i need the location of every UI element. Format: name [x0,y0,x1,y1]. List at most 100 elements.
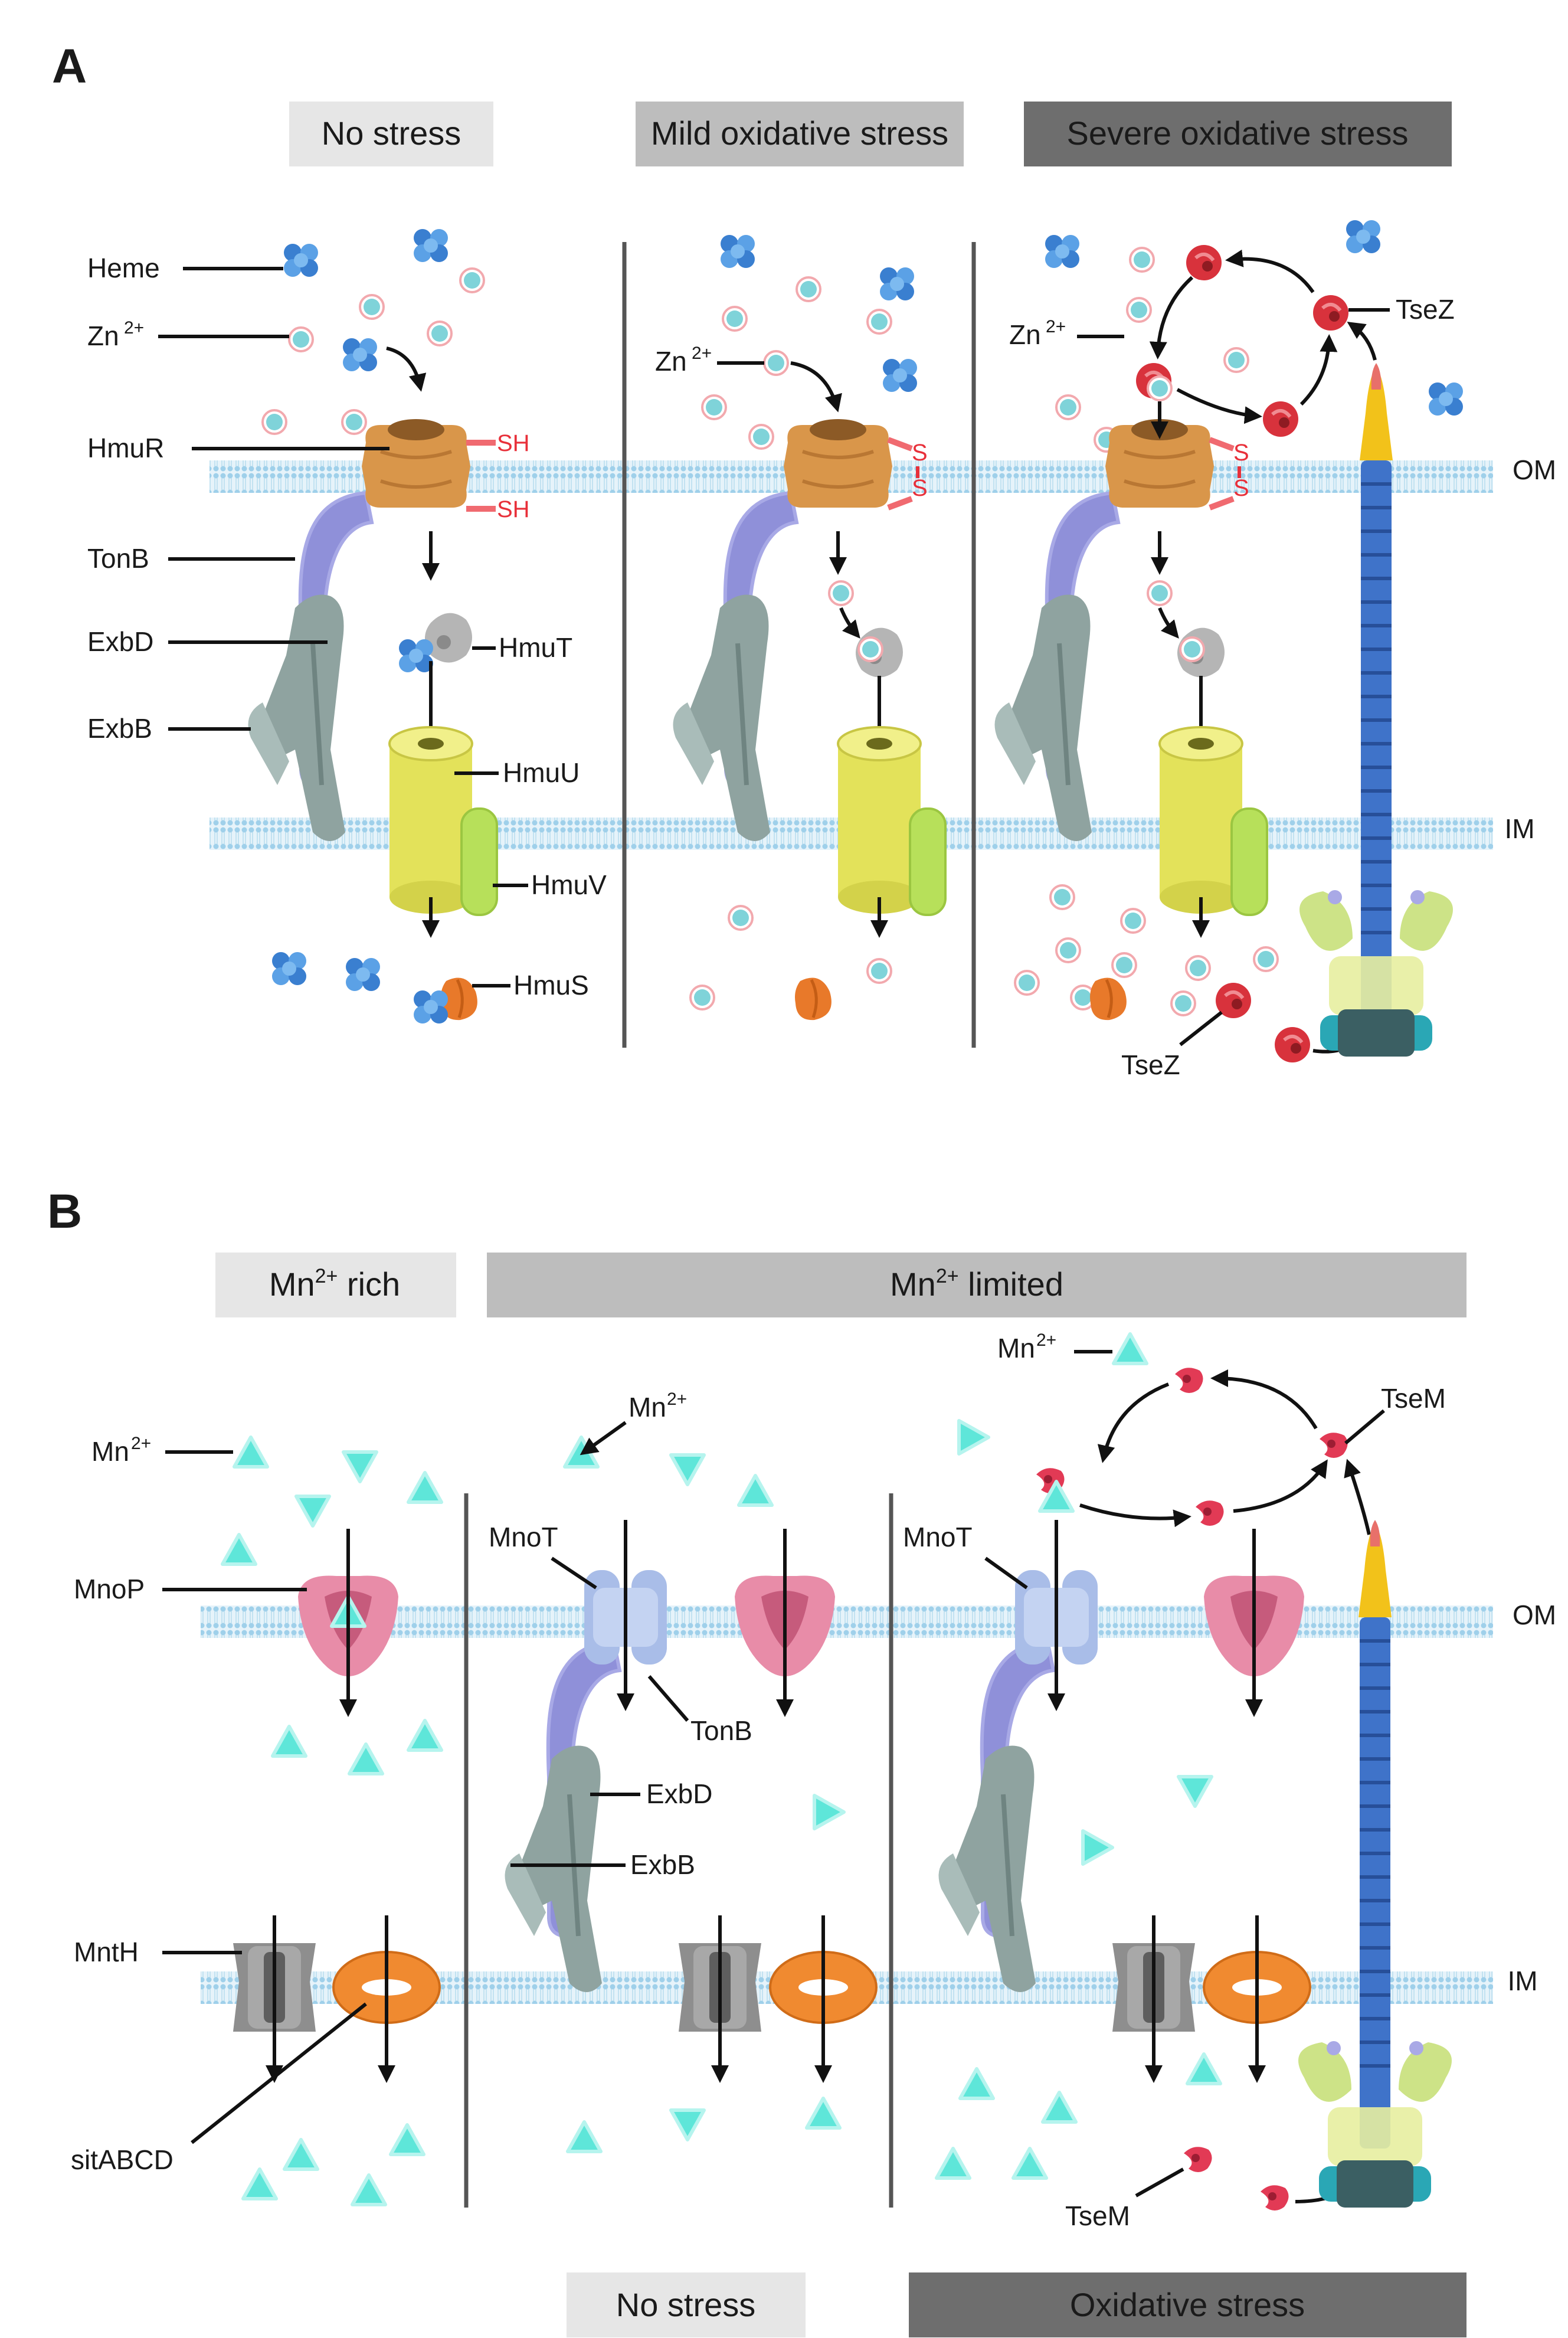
zinc-ion-icon [1170,990,1196,1016]
column-mn-limited-oxidative: Mn 2+ TseM MnoT [903,1330,1452,2231]
zinc-ion-icon [1129,247,1155,273]
tsez-cycle-arrow [1149,276,1194,359]
mn-ion-icon [739,1476,772,1505]
label-zn-sup: 2+ [1046,317,1066,336]
s-label: S [912,475,928,501]
label-tonb: TonB [690,1715,752,1746]
label-mnop: MnoP [74,1574,145,1604]
sh-label: SH [497,430,530,456]
zinc-ion-icon [689,985,715,1011]
mn-ion-icon [568,2122,601,2151]
mn-ion-icon [391,2125,424,2154]
header-mn-rich-box [215,1253,456,1317]
zinc-entry-arrow [790,361,842,413]
label-tonb: TonB [87,543,149,574]
mn-ion-icon [960,2069,993,2098]
heme-icon [343,338,377,371]
label-exbb: ExbB [630,1849,695,1880]
label-zn-sup: 2+ [692,344,712,363]
zinc-ion-icon [1014,970,1040,996]
label-sitabcd: sitABCD [71,2144,174,2175]
mn-ion-icon [284,2140,317,2169]
exb-complex-icon [995,595,1092,842]
panel-b: B Mn2+ rich Mn2+ limited No stress Oxida… [47,1185,1556,2337]
s-label: S [912,440,928,466]
zinc-ion-icon [459,267,485,293]
heme-icon [880,267,914,300]
footer-oxidative: Oxidative stress [1070,2286,1305,2323]
tsez-icon [1275,1027,1310,1062]
column-mn-limited-no-stress: Mn 2+ MnoT TonB ExbD ExbB [489,1389,878,2151]
exb-complex-icon [673,595,771,842]
label-im: IM [1507,1966,1537,1996]
footer-no-stress-box [567,2272,806,2337]
label-mnot: MnoT [903,1522,973,1552]
heme-icon [414,229,448,262]
hmus-icon [1090,977,1127,1020]
tsem-cycle-arrow [1097,1382,1170,1463]
heme-icon [414,990,448,1024]
label-mn: Mn [628,1392,666,1423]
mn-ion-icon [222,1535,256,1564]
zinc-ion-icon [427,321,453,346]
label-hmuv: HmuV [531,869,607,900]
mn-ion-icon [296,1496,329,1526]
mn-ion-icon [1179,1777,1212,1806]
t6ss-secretion-arrow [1347,322,1377,361]
mn-ion-icon [565,1437,598,1467]
mn-ion-icon [343,1452,377,1482]
tsem-icon [1261,2185,1289,2211]
panel-a: A No stress Mild oxidative stress Severe… [52,40,1556,1080]
hmuu-icon [837,726,922,915]
zinc-ion-icon [341,409,367,435]
heme-icon [721,235,755,268]
mn-entry-arrow [580,1421,627,1456]
zinc-ion-icon [359,294,385,320]
mn-ion-icon [234,1437,267,1467]
zinc-ion-icon [1049,884,1075,910]
header-severe: Severe oxidative stress [1067,115,1409,152]
footer-oxidative-box [909,2272,1466,2337]
footer-no-stress: No stress [616,2286,756,2323]
zinc-ion-icon [1055,937,1081,963]
mn-ion-icon [671,1455,704,1484]
heme-icon [346,958,380,991]
zinc-ion-icon [701,394,727,420]
column-mild: Zn 2+ S S [655,235,947,1020]
hmuv-icon [1230,807,1268,916]
hmus-icon [795,977,832,1020]
zinc-ion-icon [796,276,821,302]
hmuv-icon [909,807,947,916]
panel-a-letter: A [52,40,87,93]
label-zn-sup: 2+ [124,318,144,338]
s-label: S [1233,440,1249,466]
heme-icon [1045,235,1079,268]
header-no-stress: No stress [322,115,461,152]
column-mn-rich: Mn 2+ MnoP MntH sitABCD [71,1434,441,2205]
zinc-ion-icon [1111,952,1137,978]
hmuv-icon [460,807,498,916]
heme-icon [399,639,433,672]
disulfide-bond [887,437,913,511]
zinc-ion-icon [1253,946,1279,972]
label-zn: Zn [1009,319,1041,350]
zinc-bind-arrow [839,607,860,639]
leader-tonb [647,1675,689,1722]
header-mild-box [636,102,964,166]
zinc-ion-icon [1147,375,1173,401]
header-mn-limited: Mn2+ limited [890,1265,1063,1303]
tsez-cycle-arrow [1176,388,1262,424]
t6ss-apparatus-icon [1298,1520,1452,2208]
zinc-ion-icon [763,350,789,376]
zinc-ion-icon [722,306,748,332]
panel-b-letter: B [47,1185,82,1238]
heme-icon [1346,220,1380,253]
s-label: S [1233,475,1249,501]
label-tsem: TseM [1065,2200,1130,2231]
hmuu-icon [1158,726,1243,915]
tsez-icon [1263,401,1298,437]
leader-mnot [984,1557,1028,1590]
hmuu-icon [388,726,473,915]
label-exbb: ExbB [87,713,152,744]
